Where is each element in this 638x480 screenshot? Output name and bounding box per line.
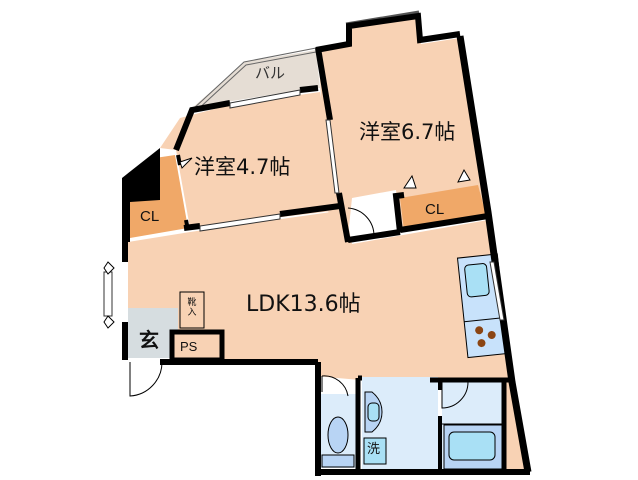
toilet-door-swing [321, 375, 349, 397]
bath-door-swing [441, 381, 469, 409]
entrance-label: 玄 [139, 328, 159, 352]
doors [103, 157, 471, 409]
washbasin-icon [364, 391, 383, 433]
closet-2-label: CL [425, 201, 445, 218]
washing-machine-space [363, 437, 387, 465]
shoe-closet-label: 靴入 [187, 298, 197, 318]
western-room-6-7-label: 洋室6.7帖 [359, 120, 456, 144]
entrance-door-swing [129, 361, 163, 397]
stove-burner-icon [475, 326, 484, 335]
western-room-4-7-label: 洋室4.7帖 [194, 155, 291, 179]
western-room-4-7 [160, 92, 340, 228]
balcony-label: バル [255, 65, 286, 82]
ldk-label: LDK13.6帖 [246, 292, 361, 317]
stove-burner-icon [487, 330, 496, 339]
toilet-icon [321, 416, 355, 468]
washer-label: 洗 [367, 442, 381, 457]
stove-burner-icon [477, 339, 486, 348]
western-room-6-7 [318, 22, 488, 238]
pipe-space-label: PS [180, 339, 198, 354]
shoe-closet [179, 291, 205, 329]
room-door-swing [347, 207, 375, 237]
balcony [191, 47, 320, 113]
bathtub-icon [443, 424, 503, 470]
closet-1-label: CL [140, 208, 160, 225]
